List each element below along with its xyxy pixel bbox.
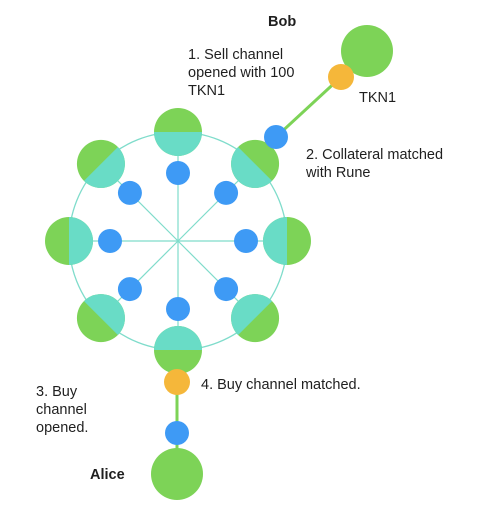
outer-node-teal-half: [154, 132, 202, 156]
outer-node-teal-half: [263, 217, 287, 265]
outer-node-top-right: [231, 139, 280, 188]
step-1-label: 1. Sell channel opened with 100 TKN1: [188, 47, 295, 99]
inner-node-bottom: [166, 297, 190, 321]
alice-channel-node: [165, 421, 189, 445]
outer-node-teal-half: [69, 217, 93, 265]
collateral-node: [264, 125, 288, 149]
step-4-label: 4. Buy channel matched.: [201, 377, 361, 393]
outer-nodes: [45, 108, 311, 374]
outer-node-teal-half: [231, 294, 273, 336]
inner-node-left: [98, 229, 122, 253]
outer-node-left: [45, 217, 93, 265]
token-label: TKN1: [359, 90, 397, 106]
outer-node-bottom-right: [231, 294, 280, 343]
inner-node-bottom-right: [214, 277, 239, 302]
outer-node-top-left: [76, 139, 125, 188]
outer-node-bottom-left: [76, 294, 125, 343]
outer-node-bottom: [154, 326, 202, 374]
outer-node-top: [154, 108, 202, 156]
inner-node-top-right: [214, 180, 239, 205]
alice-label: Alice: [90, 467, 125, 483]
outer-node-right: [263, 217, 311, 265]
outer-node-teal-half: [83, 146, 125, 188]
outer-node-teal-half: [83, 294, 125, 336]
step-3-label: 3. Buy channel opened.: [36, 384, 89, 436]
outer-node-teal-half: [154, 326, 202, 350]
alice-node: [151, 448, 203, 500]
inner-node-bottom-left: [117, 277, 142, 302]
inner-nodes: [98, 161, 258, 321]
bob-label: Bob: [268, 14, 297, 30]
inner-node-top: [166, 161, 190, 185]
bob-node: [341, 25, 393, 77]
inner-node-right: [234, 229, 258, 253]
outer-node-teal-half: [231, 146, 273, 188]
bob-token-node: [328, 64, 354, 90]
step-2-label: 2. Collateral matched with Rune: [306, 147, 444, 181]
bob-channel-line: [274, 75, 343, 139]
alice-token-node: [164, 369, 190, 395]
inner-node-top-left: [117, 180, 142, 205]
